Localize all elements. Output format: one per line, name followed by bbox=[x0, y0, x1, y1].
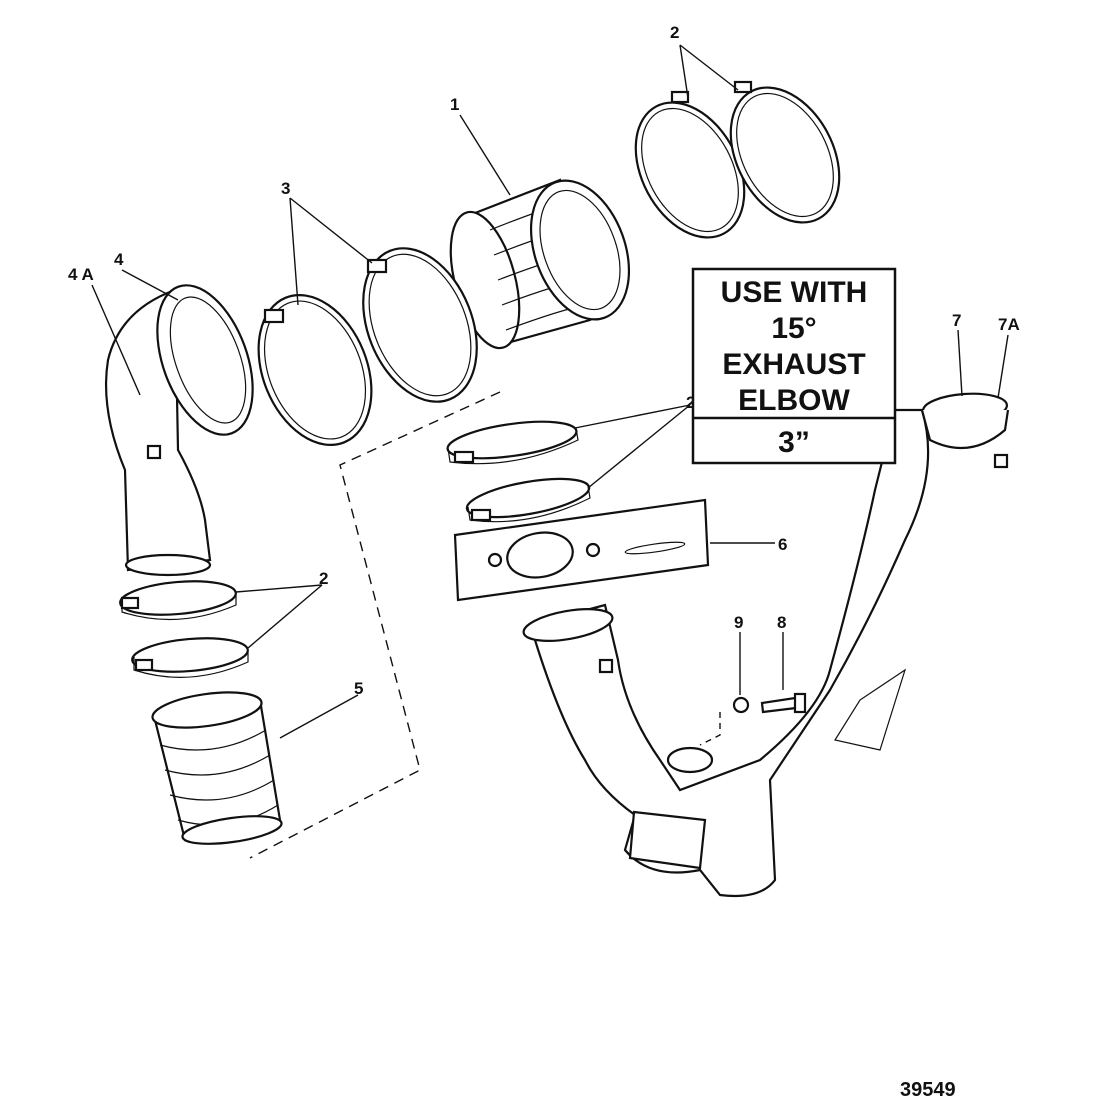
gasket-plate-6 bbox=[453, 498, 710, 602]
exhaust-bellows-coupling bbox=[449, 178, 631, 350]
callout-9: 9 bbox=[734, 613, 743, 632]
hose-clamp-top-right-2 bbox=[729, 80, 841, 224]
callout-4a: 4 A bbox=[68, 265, 94, 284]
hose-clamp-3-left bbox=[257, 294, 373, 446]
callout-2-middle: 2 bbox=[686, 393, 695, 412]
callout-2-top: 2 bbox=[670, 23, 679, 42]
callout-7: 7 bbox=[952, 311, 961, 330]
bolt-8 bbox=[760, 692, 807, 714]
note-line-2: 15° bbox=[771, 312, 816, 345]
figure-number: 39549 bbox=[900, 1079, 956, 1100]
hose-clamp-left-2 bbox=[131, 637, 249, 678]
hose-clamp-middle-1 bbox=[446, 420, 579, 465]
leader-lines bbox=[91, 44, 1009, 739]
callout-2-left: 2 bbox=[319, 569, 328, 588]
exhaust-y-pipe-7 bbox=[522, 392, 1010, 898]
exhaust-elbow-4 bbox=[104, 284, 254, 577]
usage-note-box: USE WITH 15° EXHAUST ELBOW 3” bbox=[691, 267, 897, 465]
note-line-3: EXHAUST bbox=[722, 348, 865, 381]
callout-1: 1 bbox=[450, 95, 459, 114]
note-size: 3” bbox=[778, 426, 810, 459]
callout-3: 3 bbox=[281, 179, 290, 198]
note-line-1: USE WITH bbox=[721, 276, 868, 309]
hose-clamp-middle-2 bbox=[465, 477, 591, 523]
hose-clamp-3-right bbox=[362, 247, 478, 403]
bolt-path-line bbox=[699, 712, 721, 746]
washer-9 bbox=[732, 696, 750, 714]
hose-clamp-left-1 bbox=[119, 580, 237, 621]
callout-7a: 7A bbox=[998, 315, 1020, 334]
exhaust-hose-coupling-5 bbox=[151, 691, 283, 845]
dashed-assembly-line bbox=[249, 391, 501, 859]
callout-4: 4 bbox=[114, 250, 124, 269]
note-line-4: ELBOW bbox=[738, 384, 850, 417]
callout-8: 8 bbox=[777, 613, 786, 632]
callout-5: 5 bbox=[354, 679, 363, 698]
callout-6: 6 bbox=[778, 535, 787, 554]
